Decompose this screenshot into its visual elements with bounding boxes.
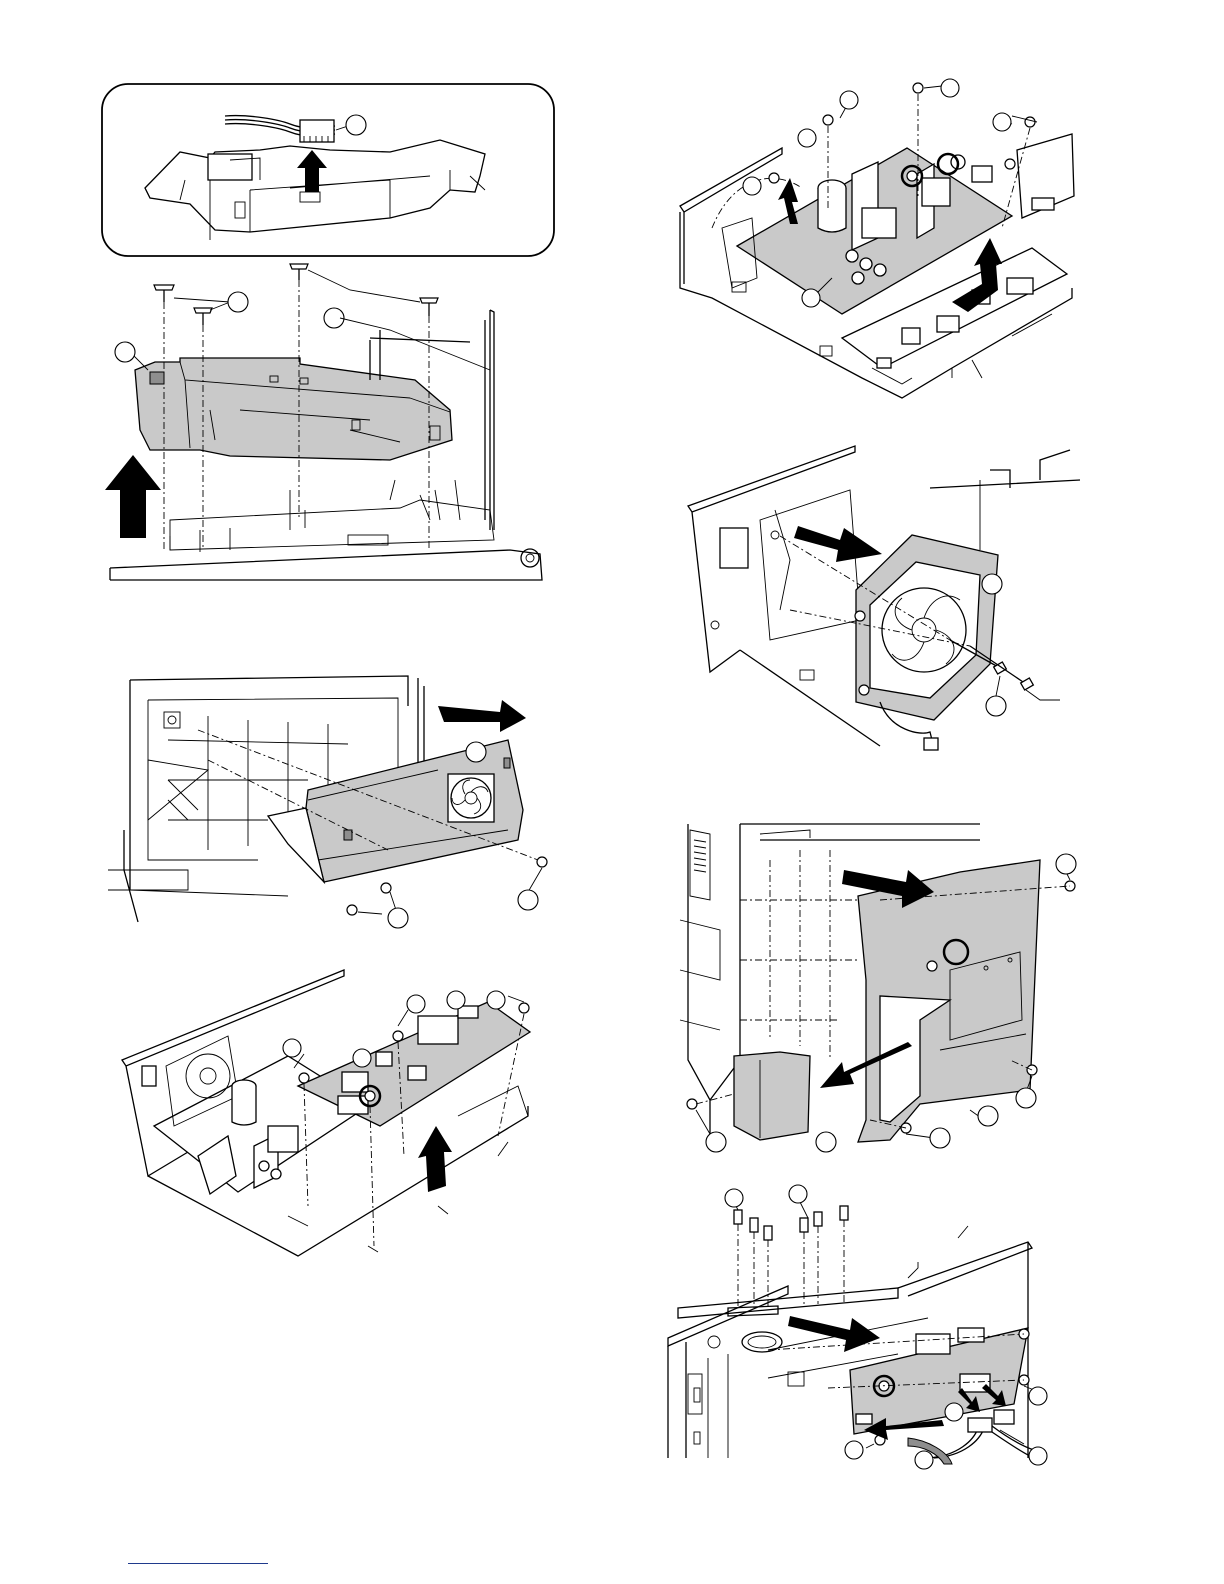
footer-rule bbox=[128, 1563, 268, 1564]
lift-arrow-icon bbox=[418, 1126, 452, 1192]
standoffs bbox=[725, 1185, 848, 1310]
lift-arrow-icon bbox=[105, 455, 161, 538]
pull-arrow-icon bbox=[794, 526, 882, 562]
figure-power-pwb bbox=[672, 78, 1092, 420]
figure-rear-cover bbox=[680, 820, 1090, 1154]
pwb-panel bbox=[268, 740, 523, 882]
power-board bbox=[154, 1036, 368, 1194]
side-cover bbox=[734, 1052, 810, 1140]
pull-arrow-icon bbox=[788, 1316, 880, 1352]
figure-rear-pwb bbox=[108, 660, 558, 930]
figure-unit-removal bbox=[90, 80, 560, 600]
fan-unit bbox=[855, 535, 998, 750]
figure-fan bbox=[680, 440, 1080, 750]
figure-board-lift bbox=[118, 966, 538, 1260]
main-cover bbox=[858, 860, 1040, 1142]
pull-arrow-icon bbox=[438, 700, 526, 732]
lifted-unit bbox=[135, 358, 452, 460]
figure-interface-pwb bbox=[668, 1178, 1048, 1464]
